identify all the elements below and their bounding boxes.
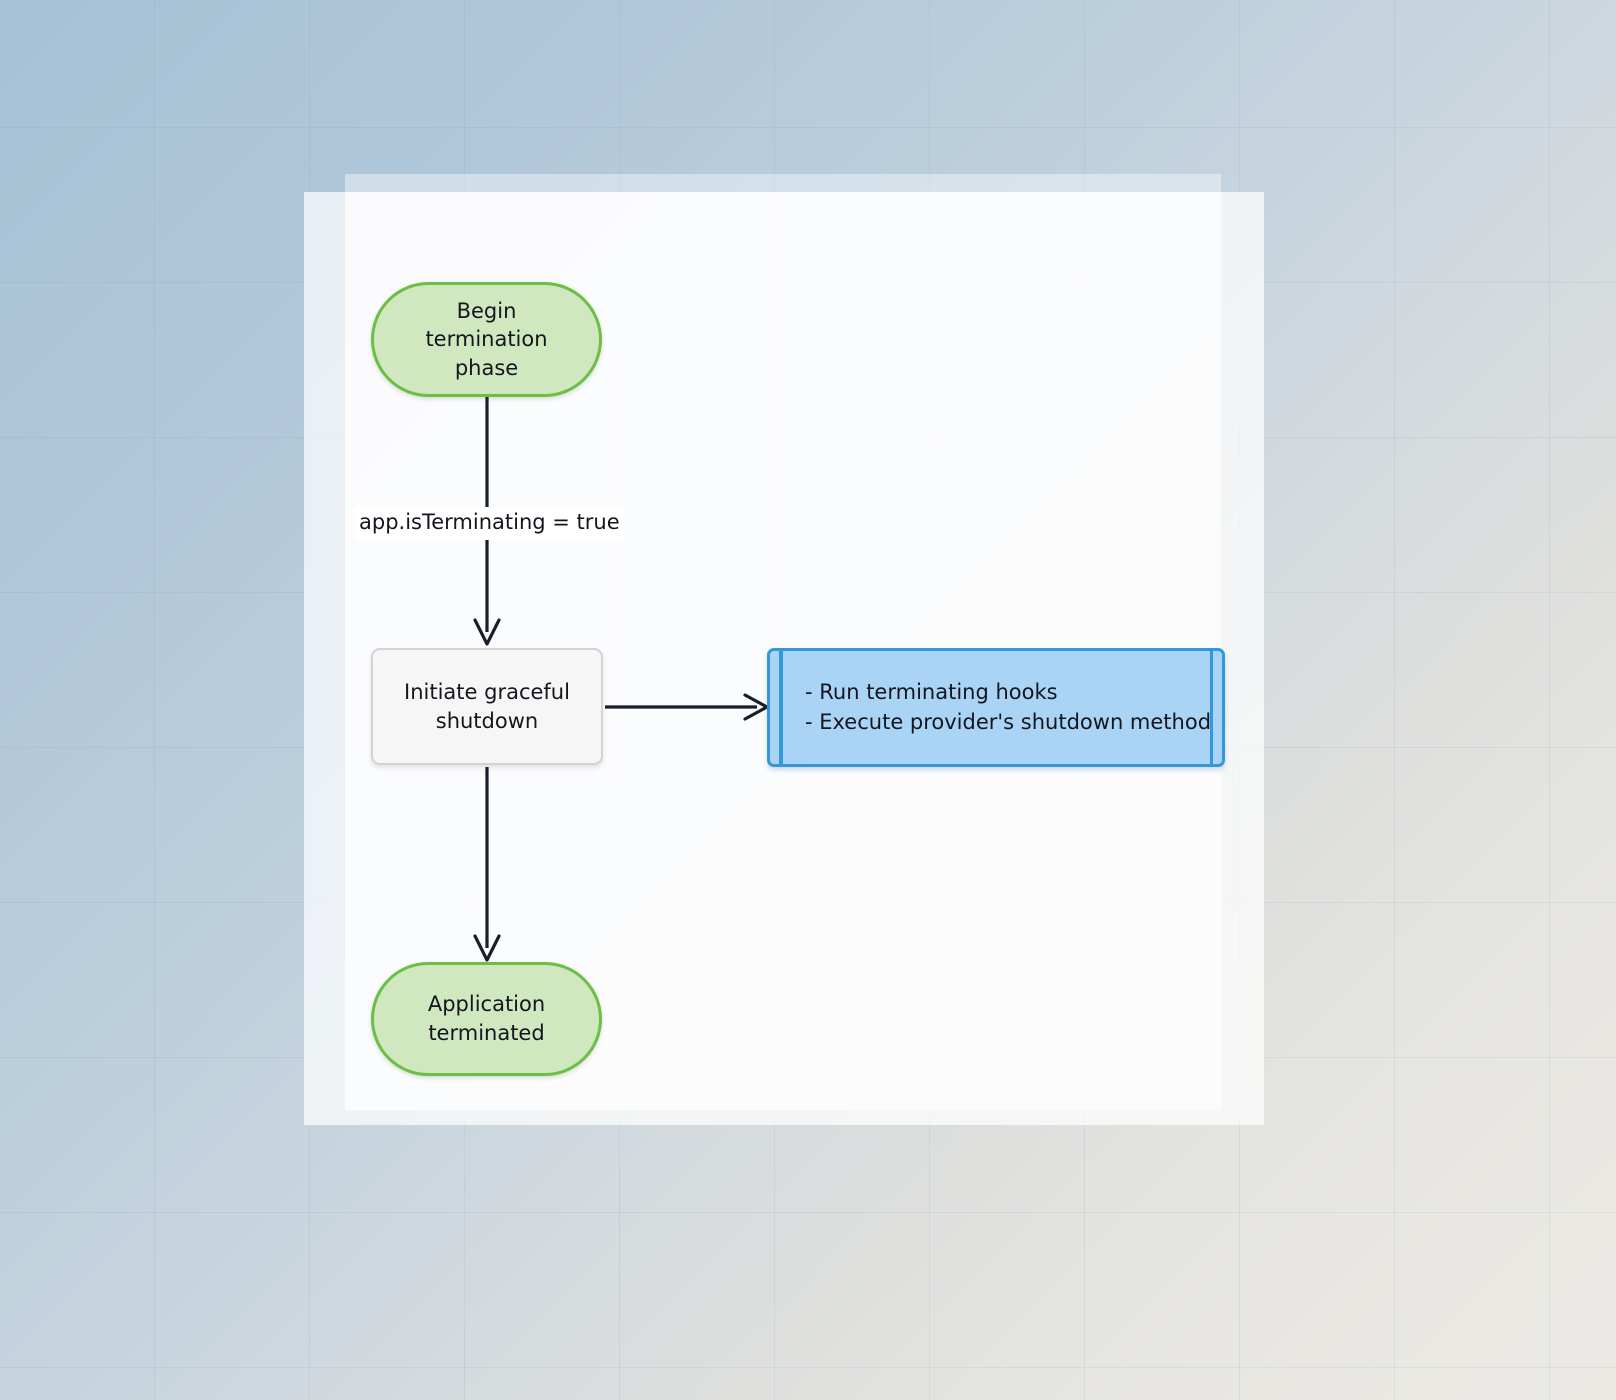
node-hooks-line-2: - Execute provider's shutdown method bbox=[805, 709, 1212, 734]
node-begin-termination-phase[interactable]: Begin termination phase bbox=[371, 282, 602, 397]
node-terminated-label: Application terminated bbox=[428, 990, 545, 1047]
node-terminated-line-2: terminated bbox=[428, 1021, 545, 1045]
edge-initiate-to-hooks bbox=[605, 693, 769, 721]
node-initiate-label: Initiate graceful shutdown bbox=[404, 678, 570, 735]
node-hooks-line-1: - Run terminating hooks bbox=[805, 679, 1058, 704]
node-begin-line-1: Begin bbox=[456, 298, 517, 323]
node-begin-line-3: phase bbox=[454, 355, 519, 380]
node-terminated-line-1: Application bbox=[427, 992, 546, 1017]
node-application-terminated[interactable]: Application terminated bbox=[371, 962, 602, 1076]
node-initiate-graceful-shutdown[interactable]: Initiate graceful shutdown bbox=[371, 648, 603, 765]
edge-initiate-to-terminated bbox=[473, 767, 501, 962]
edge-label-app-is-terminating: app.isTerminating = true bbox=[355, 507, 624, 540]
node-initiate-line-1: Initiate graceful bbox=[404, 679, 570, 704]
node-begin-line-2: termination bbox=[425, 327, 548, 352]
node-hooks-label: - Run terminating hooks - Execute provid… bbox=[770, 678, 1222, 738]
node-begin-label: Begin termination phase bbox=[425, 297, 547, 383]
node-run-terminating-hooks[interactable]: - Run terminating hooks - Execute provid… bbox=[767, 648, 1225, 767]
node-initiate-line-2: shutdown bbox=[435, 708, 539, 733]
